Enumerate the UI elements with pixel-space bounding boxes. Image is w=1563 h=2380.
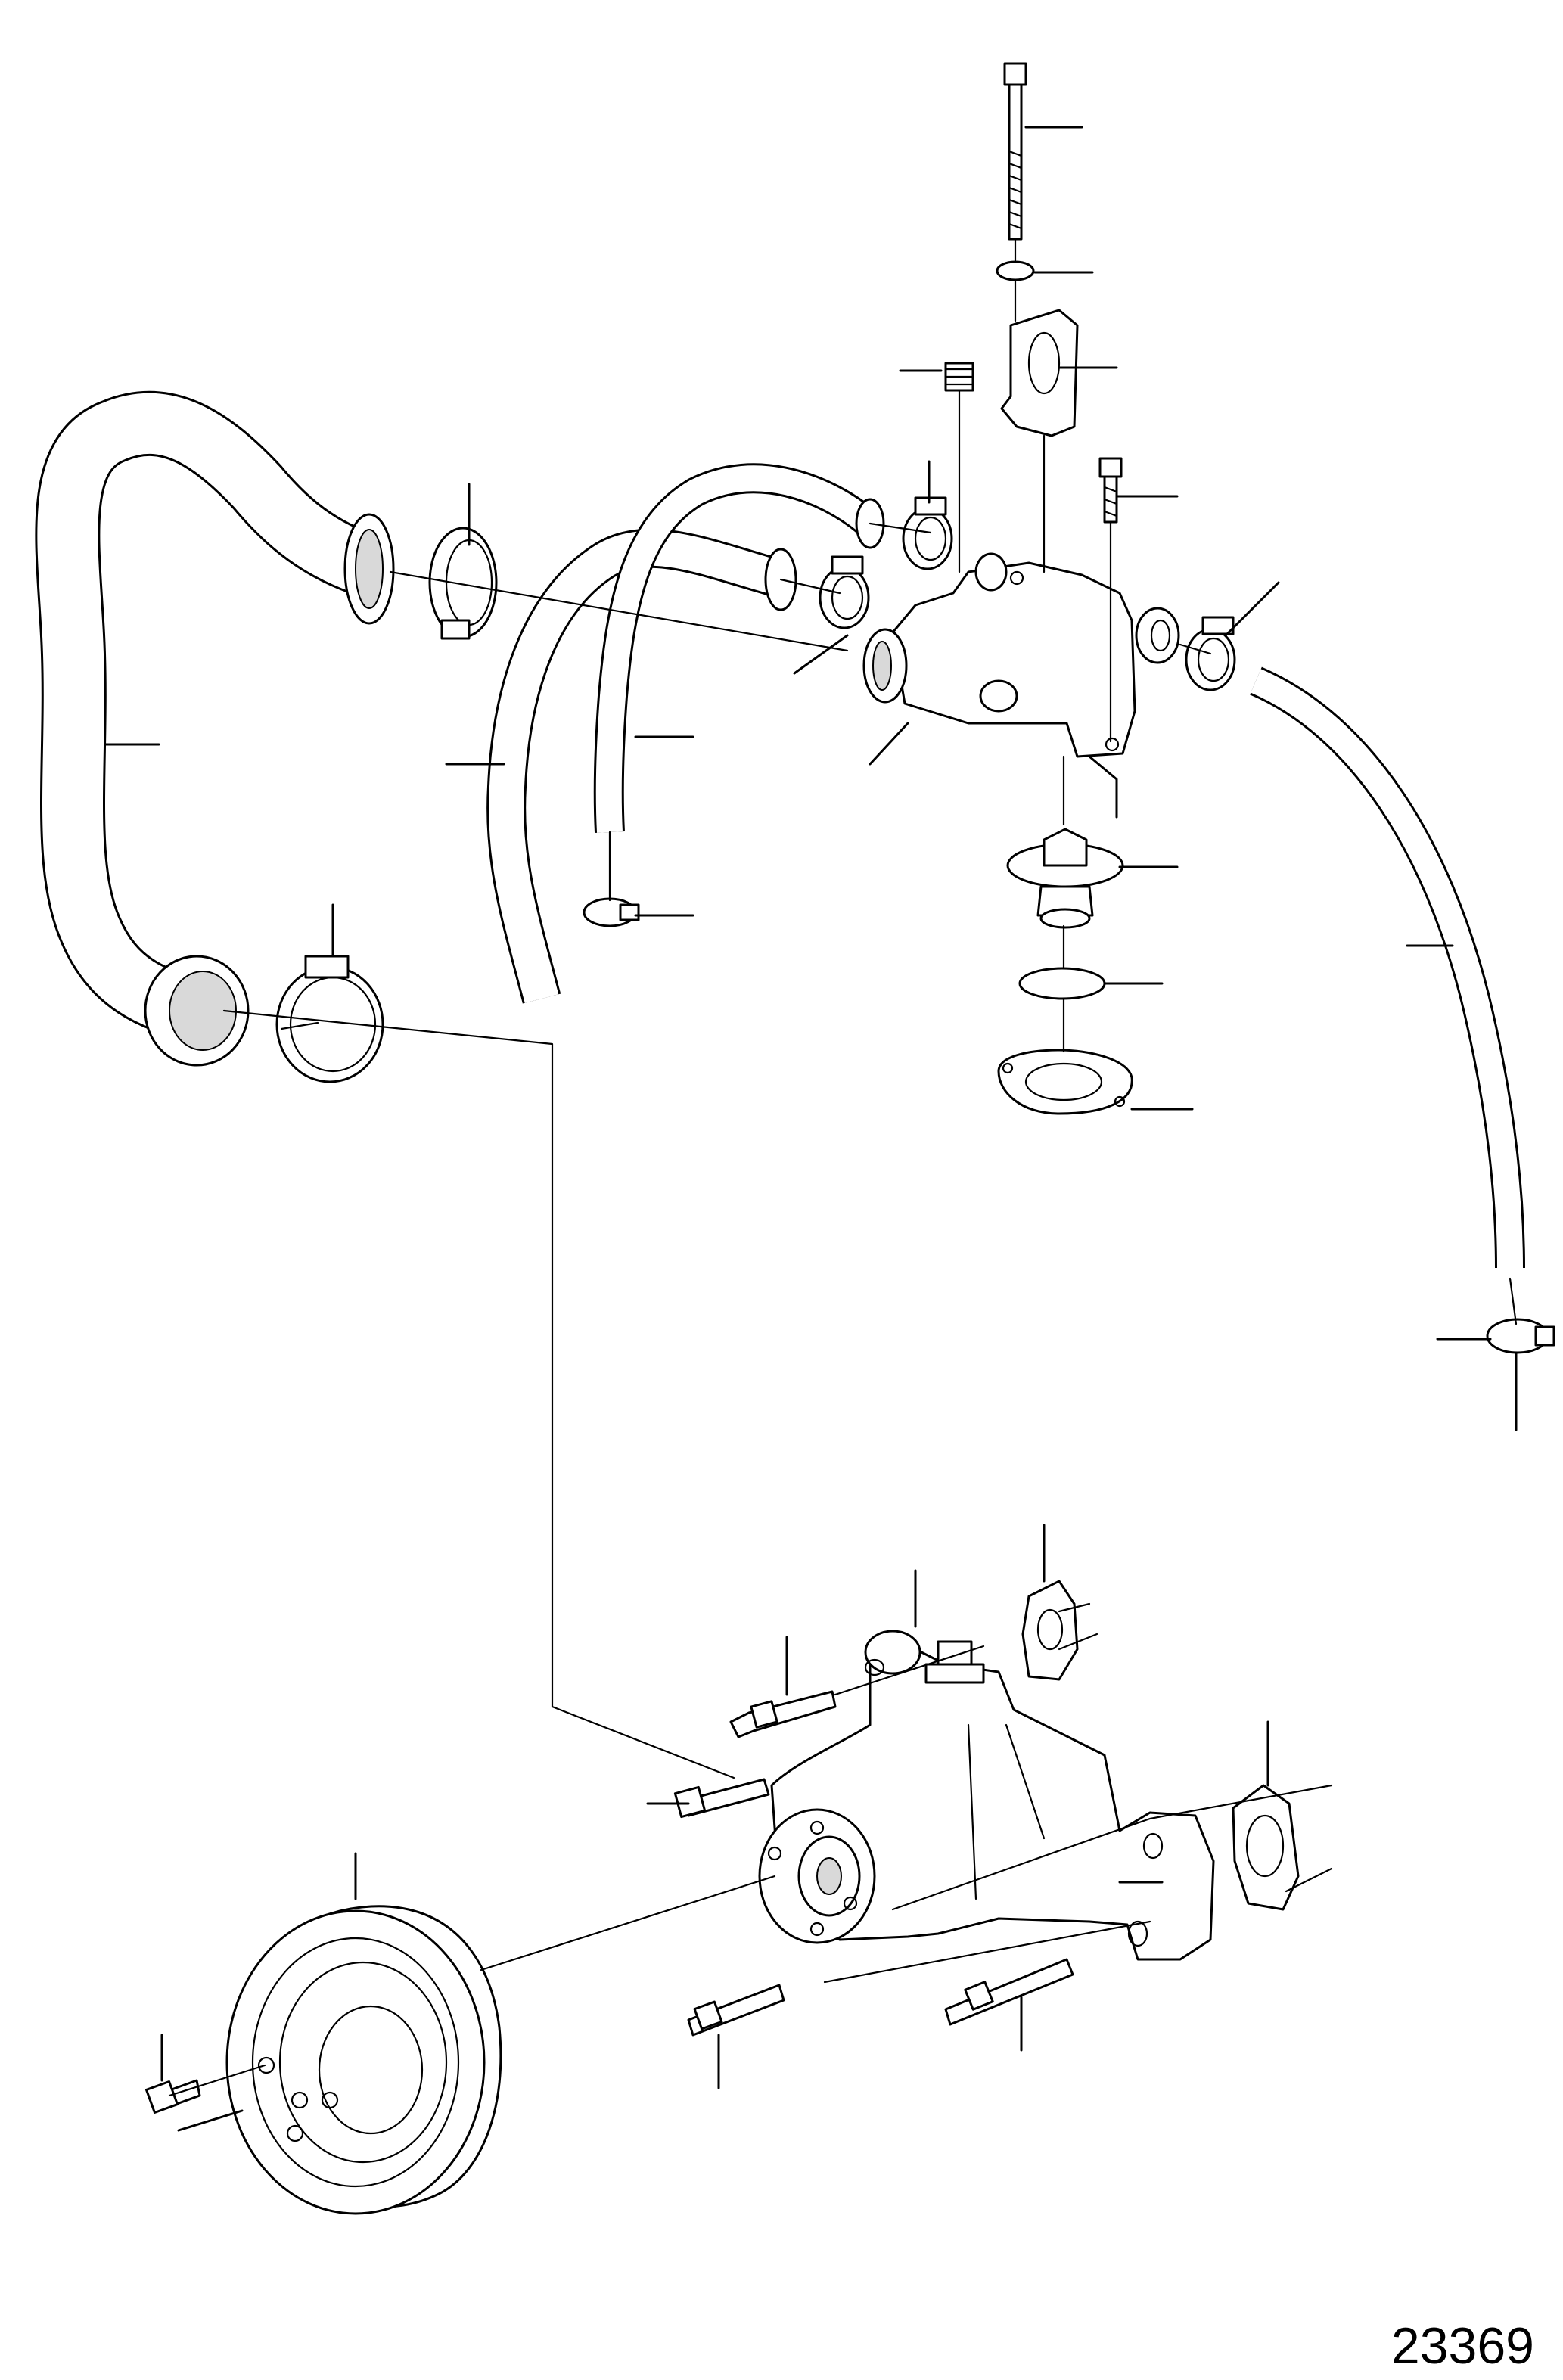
washer	[997, 262, 1033, 280]
hose-clamp-small-4	[584, 899, 639, 926]
assembly-lines	[169, 239, 1516, 2096]
screw	[1100, 458, 1121, 522]
hose-clamp-large	[430, 528, 496, 638]
lifting-bracket	[1002, 310, 1077, 436]
plug	[946, 363, 973, 390]
pulley-bolt	[146, 2080, 200, 2113]
thermostat	[1008, 829, 1123, 927]
bypass-hose-upper	[609, 478, 884, 832]
long-bolt	[1005, 64, 1026, 239]
bypass-hose-long	[506, 548, 796, 999]
o-ring	[1020, 968, 1105, 999]
hose-clamp-small-5	[1487, 1319, 1554, 1353]
hose-clamp-small-1	[820, 557, 869, 628]
pump-gasket-right	[1233, 1785, 1298, 1909]
hose-clamp-small-3	[1186, 617, 1235, 690]
thermostat-housing	[864, 554, 1179, 757]
outlet-hose	[1256, 681, 1510, 1268]
callout-leaders	[106, 127, 1516, 2130]
hose-clamp-small-2	[903, 498, 952, 569]
stud-bolt-lower-right	[946, 1959, 1073, 2024]
pump-bolt	[675, 1779, 769, 1817]
pump-gasket-top	[1023, 1581, 1077, 1679]
stud-bolt-upper	[731, 1692, 835, 1737]
figure-reference-number: 23369	[1391, 2317, 1534, 2375]
pulley	[227, 1906, 501, 2214]
large-coolant-hose	[67, 424, 393, 1065]
stud-bolt-lower-left	[688, 1985, 784, 2035]
water-pump	[760, 1631, 1213, 1959]
thermostat-gasket	[999, 1050, 1132, 1114]
hose-clamp-bottom-left	[277, 956, 383, 1082]
